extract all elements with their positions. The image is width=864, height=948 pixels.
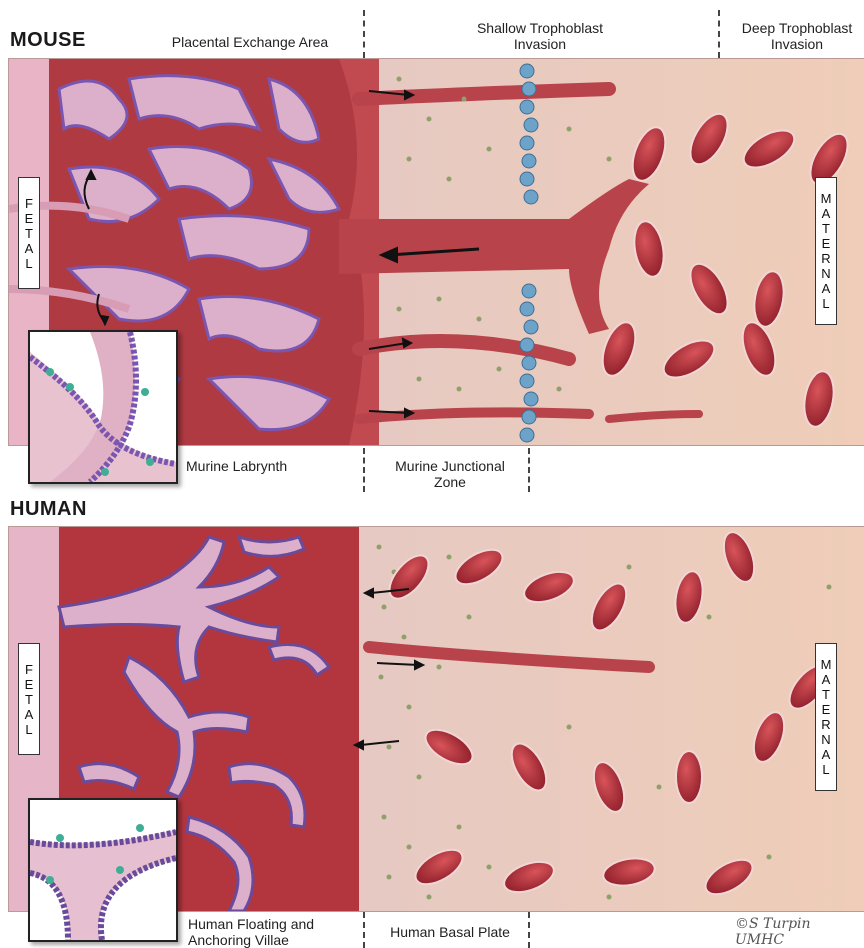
divider-bottom-1 [363,912,365,948]
mouse-inset-closeup [28,330,178,484]
human-inset-closeup [28,798,178,942]
divider-top-2 [718,10,720,58]
label-human-basal-plate: Human Basal Plate [380,924,520,940]
divider-top-1 [363,10,365,58]
mouse-fetal-label: FETAL [18,177,40,289]
human-maternal-label: MATERNAL [815,643,837,791]
divider-mid-1 [363,448,365,492]
label-murine-labrynth: Murine Labrynth [186,458,316,474]
label-murine-junctional-zone: Murine Junctional Zone [380,458,520,490]
human-title: HUMAN [10,498,87,521]
human-fetal-label: FETAL [18,643,40,755]
mouse-maternal-label: MATERNAL [815,177,837,325]
label-human-floating-anchoring-villae: Human Floating and Anchoring Villae [188,916,338,948]
mouse-title: MOUSE [10,29,86,52]
divider-bottom-2 [528,912,530,948]
divider-mid-2 [528,448,530,492]
region-label-shallow-invasion: Shallow Trophoblast Invasion [470,20,610,52]
region-label-deep-invasion: Deep Trophoblast Invasion [730,20,864,52]
artist-signature: ©S Turpin UMHC [735,916,864,948]
region-label-placental-exchange: Placental Exchange Area [150,34,350,50]
